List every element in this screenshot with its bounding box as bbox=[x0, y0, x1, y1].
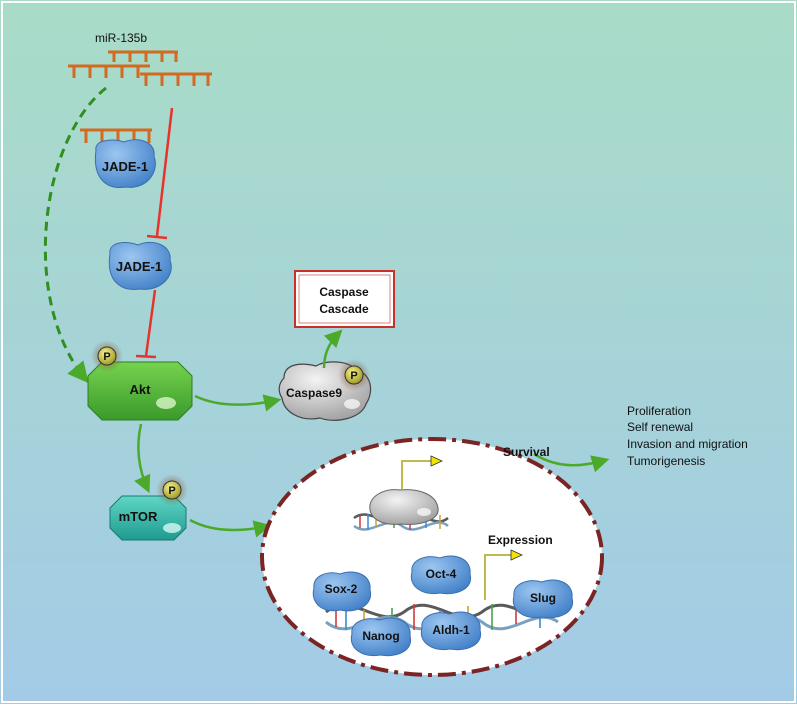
mtor-phospho-badge: P bbox=[156, 474, 188, 506]
svg-text:P: P bbox=[350, 370, 357, 382]
mirna-bound-strand bbox=[80, 128, 152, 143]
sox2-label: Sox-2 bbox=[325, 582, 358, 596]
nanog-label: Nanog bbox=[362, 629, 399, 643]
akt-to-mtor-arrow bbox=[134, 423, 151, 494]
jade1-free-protein: JADE-1 bbox=[108, 241, 172, 290]
mirna-to-akt-arrow bbox=[43, 86, 107, 384]
outcome-item: Self renewal bbox=[627, 420, 693, 434]
lower-tss-highlight bbox=[484, 554, 512, 600]
outcomes-list: Proliferation Self renewal Invasion and … bbox=[627, 404, 748, 468]
mtor-to-nucleus-arrow bbox=[189, 518, 272, 538]
factor-aldh1: Aldh-1 bbox=[420, 611, 482, 651]
upper-tss-arrowhead bbox=[430, 455, 443, 467]
outcome-item: Proliferation bbox=[627, 404, 691, 418]
factor-slug: Slug bbox=[512, 579, 574, 619]
akt-to-caspase9-arrow bbox=[194, 394, 282, 412]
factor-sox2: Sox-2 bbox=[312, 571, 372, 612]
oct4-label: Oct-4 bbox=[426, 567, 457, 581]
caspase9-to-cascade-arrow bbox=[322, 329, 343, 369]
aldh1-label: Aldh-1 bbox=[432, 623, 470, 637]
caspase-box-line2: Cascade bbox=[319, 302, 369, 316]
upper-tss-highlight bbox=[401, 460, 432, 490]
factor-oct4: Oct-4 bbox=[410, 555, 472, 595]
mirna-inhibits-jade1 bbox=[146, 107, 174, 240]
jade1-bound-label: JADE-1 bbox=[102, 159, 148, 174]
outcome-item: Tumorigenesis bbox=[627, 454, 705, 468]
akt-label: Akt bbox=[130, 382, 152, 397]
slug-label: Slug bbox=[530, 591, 556, 605]
jade1-bound-protein: JADE-1 bbox=[94, 139, 156, 189]
survival-label: Survival bbox=[503, 445, 550, 459]
caspase-cascade-box: Caspase Cascade bbox=[294, 270, 395, 328]
mtor-label: mTOR bbox=[119, 509, 158, 524]
outcome-item: Invasion and migration bbox=[627, 437, 748, 451]
jade1-free-label: JADE-1 bbox=[116, 259, 162, 274]
caspase9-phospho-badge: P bbox=[338, 359, 370, 391]
survival-to-outcomes-arrow bbox=[533, 452, 610, 473]
expression-label: Expression bbox=[488, 533, 553, 547]
mirna-strands bbox=[68, 50, 212, 86]
akt-phospho-badge: P bbox=[91, 340, 123, 372]
akt-node: Akt bbox=[87, 361, 193, 421]
factor-nanog: Nanog bbox=[350, 617, 412, 657]
caspase-box-line1: Caspase bbox=[319, 285, 369, 299]
caspase9-label: Caspase9 bbox=[286, 386, 342, 400]
lower-tss-arrowhead bbox=[510, 549, 523, 561]
transcription-complex bbox=[369, 489, 439, 525]
jade1-inhibits-akt bbox=[135, 289, 157, 359]
svg-text:P: P bbox=[103, 351, 110, 363]
svg-text:P: P bbox=[168, 485, 175, 497]
mirna-label: miR-135b bbox=[95, 31, 147, 45]
